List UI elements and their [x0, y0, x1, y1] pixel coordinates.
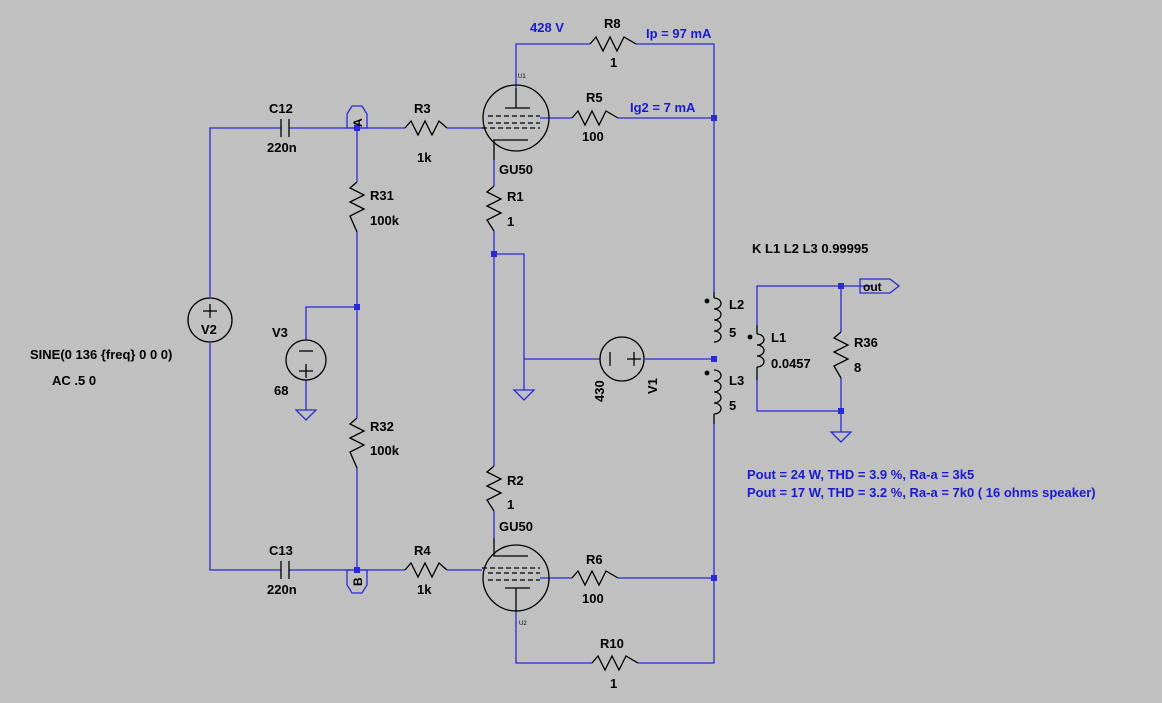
- c13-value: 220n: [267, 582, 297, 597]
- tube-u2[interactable]: [482, 538, 550, 612]
- resistor-r5[interactable]: [571, 109, 619, 127]
- v1-value: 430: [592, 380, 607, 402]
- r4-name: R4: [414, 543, 431, 558]
- r10-name: R10: [600, 636, 624, 651]
- net-flag-out: out: [859, 278, 901, 294]
- resistor-r3[interactable]: [404, 119, 448, 137]
- l3-value: 5: [729, 398, 736, 413]
- v1-name: V1: [645, 378, 660, 394]
- resistor-r2[interactable]: [485, 465, 503, 512]
- r2-value: 1: [507, 497, 514, 512]
- coupling-directive: K L1 L2 L3 0.99995: [752, 241, 868, 256]
- v2-name: V2: [201, 322, 217, 337]
- screen-current-annotation: Ig2 = 7 mA: [630, 100, 696, 115]
- u1-ref: U1: [518, 74, 526, 80]
- l1-name: L1: [771, 330, 786, 345]
- resistor-r1[interactable]: [485, 185, 503, 232]
- net-flag-a: A: [346, 105, 368, 129]
- r36-value: 8: [854, 360, 861, 375]
- r31-name: R31: [370, 188, 394, 203]
- v3-name: V3: [272, 325, 288, 340]
- ground-v3-icon: [294, 409, 318, 421]
- c12-name: C12: [269, 101, 293, 116]
- resistor-r10[interactable]: [591, 654, 639, 672]
- capacitor-c12[interactable]: [280, 119, 290, 137]
- result-line-2: Pout = 17 W, THD = 3.2 %, Ra-a = 7k0 ( 1…: [747, 485, 1096, 500]
- net-label-b: B: [351, 577, 365, 586]
- result-line-1: Pout = 24 W, THD = 3.9 %, Ra-a = 3k5: [747, 467, 974, 482]
- net-flag-b: B: [346, 569, 368, 594]
- voltage-source-v2[interactable]: [187, 297, 233, 343]
- net-label-out: out: [863, 280, 882, 294]
- capacitor-c13[interactable]: [280, 561, 290, 579]
- c13-name: C13: [269, 543, 293, 558]
- r6-name: R6: [586, 552, 603, 567]
- r3-name: R3: [414, 101, 431, 116]
- u2-ref: U2: [519, 621, 527, 627]
- u2-type: GU50: [499, 519, 533, 534]
- l3-name: L3: [729, 373, 744, 388]
- ground-cathode-icon: [512, 389, 536, 401]
- l1-value: 0.0457: [771, 356, 811, 371]
- resistor-r36[interactable]: [832, 331, 850, 379]
- wires: [209, 43, 872, 664]
- u1-type: GU50: [499, 162, 533, 177]
- tube-u1[interactable]: [482, 84, 550, 160]
- ground-output-icon: [829, 431, 853, 443]
- resistor-r4[interactable]: [404, 561, 448, 579]
- c12-value: 220n: [267, 140, 297, 155]
- v3-value: 68: [274, 383, 288, 398]
- resistor-r31[interactable]: [348, 181, 366, 233]
- r10-value: 1: [610, 676, 617, 691]
- r4-value: 1k: [417, 582, 432, 597]
- r2-name: R2: [507, 473, 524, 488]
- inductor-l2[interactable]: [704, 292, 722, 343]
- junctions: [354, 115, 844, 581]
- resistor-r8[interactable]: [589, 35, 637, 53]
- net-label-a: A: [351, 118, 365, 127]
- r1-value: 1: [507, 214, 514, 229]
- r32-name: R32: [370, 419, 394, 434]
- voltage-source-v1[interactable]: [599, 336, 645, 382]
- r36-name: R36: [854, 335, 878, 350]
- r5-name: R5: [586, 90, 603, 105]
- component-labels: C12 220n C13 220n R3 1k R4 1k R5 100 R6 …: [30, 16, 878, 691]
- r32-value: 100k: [370, 443, 400, 458]
- l2-name: L2: [729, 297, 744, 312]
- voltage-source-v3[interactable]: [285, 339, 327, 381]
- plate-current-annotation: Ip = 97 mA: [646, 26, 712, 41]
- resistor-r6[interactable]: [571, 569, 619, 587]
- r3-value: 1k: [417, 150, 432, 165]
- plate-voltage-annotation: 428 V: [530, 20, 564, 35]
- r8-name: R8: [604, 16, 621, 31]
- r8-value: 1: [610, 55, 617, 70]
- r6-value: 100: [582, 591, 604, 606]
- v2-ac: AC .5 0: [52, 373, 96, 388]
- inductor-l1[interactable]: [747, 325, 765, 380]
- resistor-r32[interactable]: [348, 417, 366, 469]
- inductor-l3[interactable]: [704, 369, 722, 424]
- v2-spec: SINE(0 136 {freq} 0 0 0): [30, 347, 172, 362]
- r1-name: R1: [507, 189, 524, 204]
- l2-value: 5: [729, 325, 736, 340]
- r5-value: 100: [582, 129, 604, 144]
- r31-value: 100k: [370, 213, 400, 228]
